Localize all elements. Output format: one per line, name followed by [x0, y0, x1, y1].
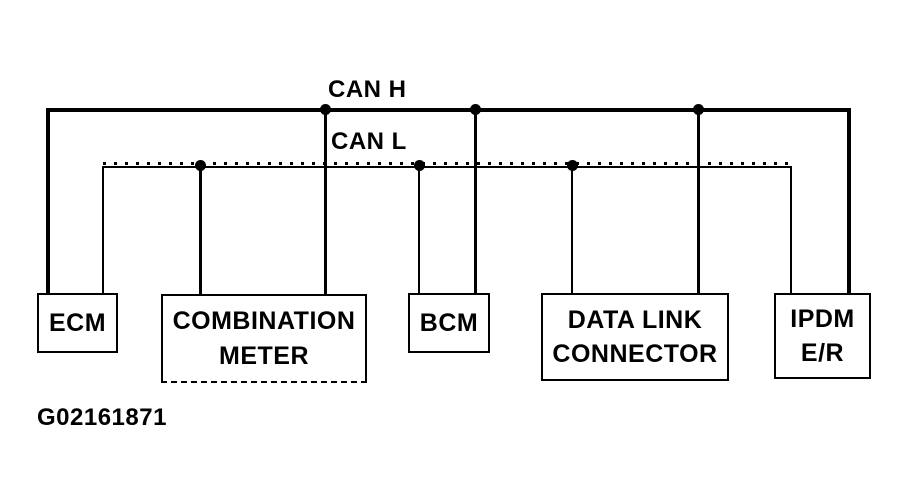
node-data-link-connector: DATA LINK CONNECTOR — [541, 293, 729, 381]
node-ipdm-er-label-line1: IPDM — [790, 304, 855, 333]
can-l-wire-data-link-connector — [571, 167, 573, 294]
can-h-junction-dot-3 — [693, 104, 704, 115]
can-l-wire-ecm — [102, 166, 104, 294]
node-ecm-label: ECM — [48, 308, 107, 337]
can-l-junction-dot-2 — [414, 160, 425, 171]
can-h-junction-dot-1 — [320, 104, 331, 115]
can-l-junction-dot-1 — [195, 160, 206, 171]
can-h-junction-dot-2 — [470, 104, 481, 115]
node-data-link-connector-label-line2: CONNECTOR — [552, 340, 718, 368]
can-l-junction-dot-3 — [567, 160, 578, 171]
node-ipdm-er: IPDM E/R — [774, 293, 871, 379]
node-bcm-label: BCM — [419, 308, 479, 337]
can-h-wire-bcm — [474, 110, 477, 294]
can-h-label: CAN H — [328, 76, 407, 103]
can-h-wire-ipdm — [847, 108, 851, 294]
can-h-wire-data-link-connector — [697, 110, 700, 294]
can-h-bus-line — [46, 108, 851, 112]
node-combination-meter: COMBINATION METER — [161, 294, 367, 383]
can-h-wire-ecm — [46, 108, 50, 294]
can-l-label: CAN L — [331, 128, 407, 155]
node-bcm: BCM — [408, 293, 490, 353]
node-data-link-connector-label-line1: DATA LINK — [567, 305, 703, 334]
node-combination-meter-label-line1: COMBINATION — [172, 307, 356, 335]
can-l-wire-ipdm — [790, 166, 792, 294]
node-ecm: ECM — [37, 293, 118, 353]
can-l-bus-line — [103, 162, 792, 168]
figure-id: G02161871 — [37, 404, 167, 431]
can-h-wire-combination-meter — [324, 110, 327, 295]
can-l-wire-bcm — [418, 167, 420, 294]
can-l-wire-combination-meter — [199, 167, 202, 295]
node-combination-meter-label-line2: METER — [219, 341, 309, 370]
node-ipdm-er-label-line2: E/R — [800, 339, 845, 367]
